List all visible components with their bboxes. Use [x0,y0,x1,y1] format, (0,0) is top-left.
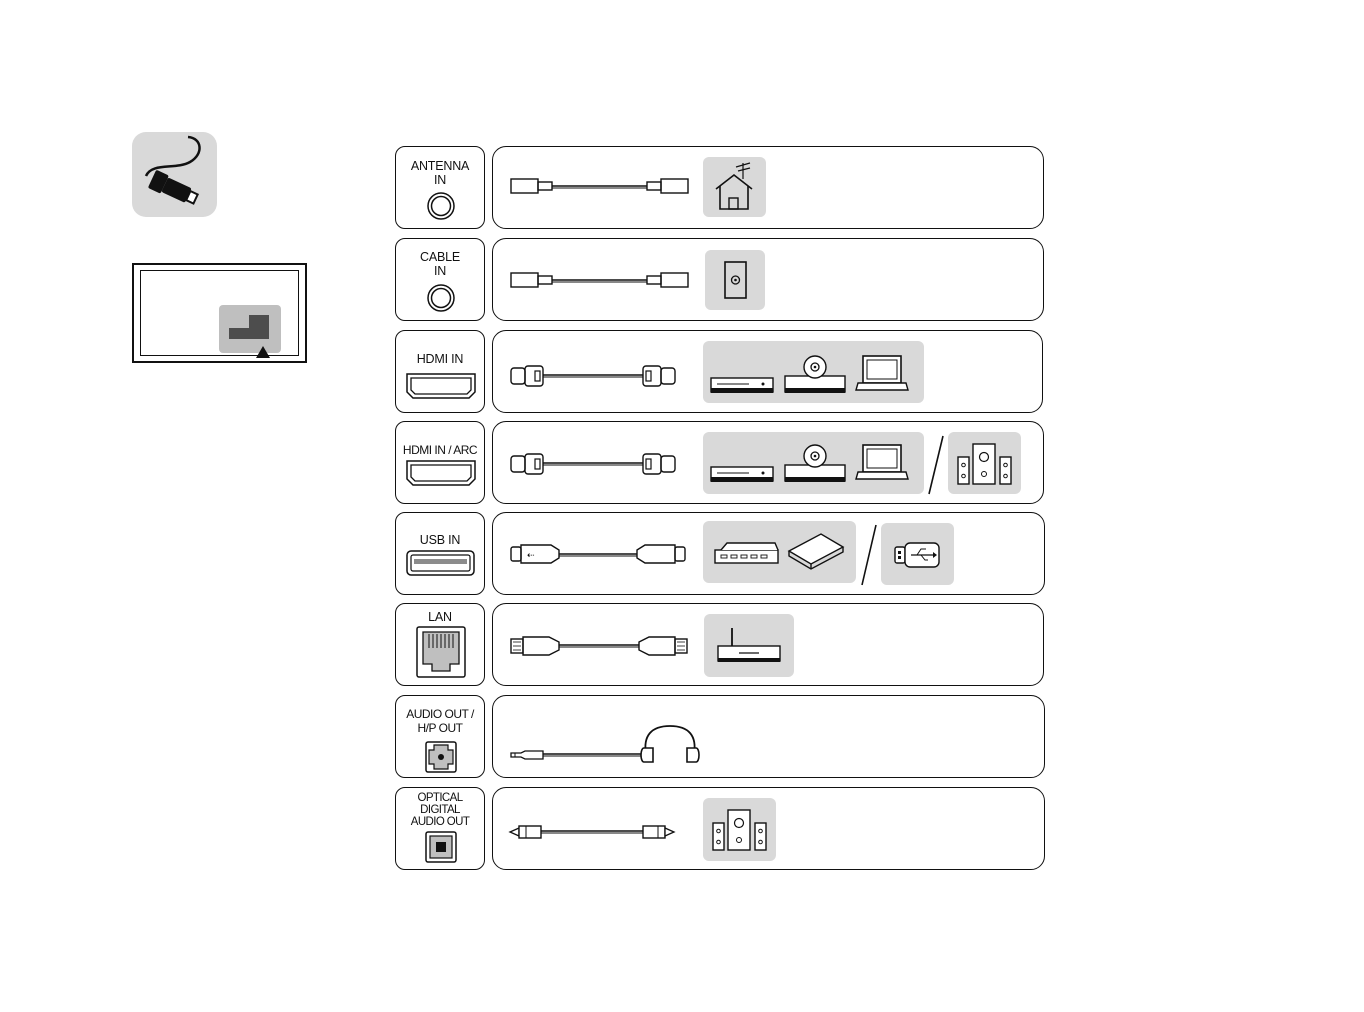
connection-hdmi [492,330,1043,413]
external-hdd-icon [703,521,856,583]
house-antenna-icon [703,157,766,217]
connection-optical [492,787,1045,870]
coax-port-icon [396,239,486,322]
connection-antenna [492,146,1044,229]
port-cable-in: CABLE IN [395,238,485,321]
port-hdmi-arc: HDMI IN / ARC [395,421,485,504]
laptop-icon [703,341,924,403]
hdmi-port-icon [396,331,486,414]
ethernet-port-icon [396,604,486,687]
hdmi-port-icon [396,422,486,505]
connection-cable [492,238,1044,321]
connection-hdmi-arc [492,421,1044,504]
headphone-jack-icon [396,696,486,779]
port-area-highlight [219,305,281,353]
storage-devices-group [703,521,856,583]
port-audio-out: AUDIO OUT / H/P OUT [395,695,485,778]
router-icon [704,614,794,677]
port-optical: OPTICAL DIGITAL AUDIO OUT [395,787,485,870]
port-hdmi-in: HDMI IN [395,330,485,413]
port-antenna-in: ANTENNA IN [395,146,485,229]
optical-port-icon [396,788,486,871]
connection-audio-out [492,695,1045,778]
svg-text:⇠: ⇠ [527,551,535,561]
cable-plug-icon [132,132,217,217]
usb-port-icon [396,513,486,596]
usb-stick-icon [881,523,954,585]
speaker-system-icon [703,798,776,861]
connection-lan [492,603,1044,686]
wall-outlet-icon [705,250,765,310]
headphones-icon [493,696,1046,779]
av-devices-group [703,341,924,403]
laptop-icon [703,432,924,494]
av-devices-group [703,432,924,494]
coax-cable-icon [493,147,1045,230]
tv-rear-panel-icon [132,263,307,363]
coax-cable-icon [493,239,1045,322]
port-usb-in: USB IN [395,512,485,595]
connection-usb: ⇠ [492,512,1045,595]
coax-port-icon [396,147,486,230]
speaker-system-icon [948,432,1021,494]
port-lan: LAN [395,603,485,686]
